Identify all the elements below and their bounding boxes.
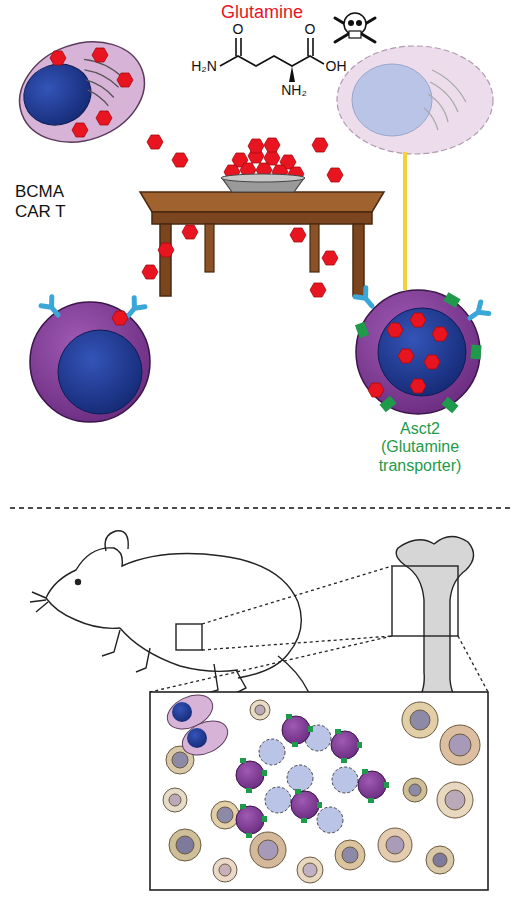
synapse — [403, 152, 407, 290]
dead-myeloma-cell — [337, 46, 493, 154]
bowl — [221, 174, 305, 192]
atom-label: O — [228, 21, 248, 37]
zoom-lines — [150, 566, 488, 692]
car-t-cell — [30, 297, 150, 422]
table — [140, 192, 384, 296]
atom-label: H₂N — [187, 58, 221, 74]
bone-marrow-inset — [150, 688, 488, 890]
transporter-label: Asct2 (Glutamine transporter) — [365, 420, 475, 475]
cell-label: BCMA CAR T — [15, 182, 85, 221]
wedge-bond — [289, 66, 295, 82]
activated-car-t-cell — [355, 288, 489, 414]
atom-label: NH₂ — [277, 82, 311, 98]
atom-label: O — [300, 21, 320, 37]
molecule-bonds — [220, 38, 324, 66]
divider — [10, 507, 510, 509]
myeloma-cell — [5, 25, 158, 159]
atom-label: OH — [322, 58, 350, 74]
skull-symbol — [335, 13, 375, 42]
molecule-name: Glutamine — [192, 2, 332, 23]
